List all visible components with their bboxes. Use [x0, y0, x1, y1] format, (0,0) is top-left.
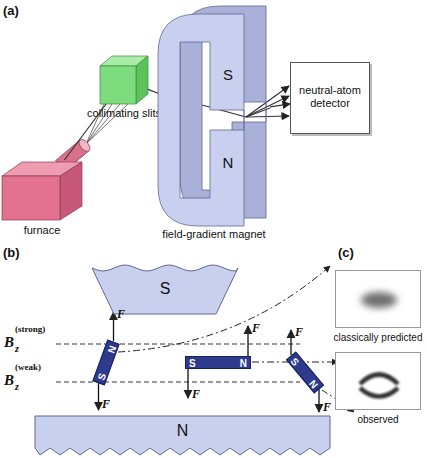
pole-letter: N: [105, 343, 120, 354]
magnet-front: [158, 14, 244, 226]
pole-letter: S: [288, 355, 302, 368]
beam-connector: [64, 104, 106, 160]
node-outline: [336, 271, 422, 329]
force-arrow: [290, 330, 291, 355]
node-outline: [158, 4, 270, 226]
node-outline: [2, 160, 82, 220]
beam-connector: [148, 89, 158, 93]
beam-connector: [270, 104, 290, 107]
panel-caption: observed: [322, 414, 427, 426]
split-beam-trace: [360, 375, 398, 385]
part-label: neutral-atom detector: [294, 84, 366, 109]
split-beam-arrow: [246, 116, 289, 117]
force-arrow: [98, 383, 99, 410]
gradient-magnet: SNfield-gradient magnet: [158, 4, 270, 226]
pole-letter: S: [212, 66, 244, 83]
field-symbol: B: [4, 373, 14, 388]
split-beam-trace: [360, 388, 398, 397]
bar-magnet: SN: [185, 356, 251, 369]
oven-side: [60, 162, 82, 220]
nozzle-end: [77, 137, 92, 153]
oven: furnace: [2, 160, 82, 220]
bar-magnet: NS: [92, 339, 119, 385]
screen-panel: classically predicted: [335, 270, 421, 328]
field-level-line: [56, 382, 300, 383]
bar-magnet: SN: [286, 351, 324, 393]
pole-letter: N: [306, 377, 321, 391]
pole-piece: [35, 416, 330, 455]
panel-caption: classically predicted: [322, 332, 427, 344]
force-label: F: [117, 308, 125, 320]
node-outline: [336, 353, 422, 411]
panel-tag: (c): [338, 246, 354, 259]
node-outline: [100, 56, 148, 104]
beam-spot: [361, 292, 397, 308]
detector-box: neutral-atom detector: [290, 62, 370, 134]
pole-letter: N: [212, 154, 244, 171]
force-arrow: [187, 368, 188, 398]
panel-tag: (b): [3, 246, 20, 259]
pole-letter: S: [189, 357, 196, 370]
field-subscript: z: [15, 344, 19, 354]
pole-piece: [92, 265, 238, 314]
force-label: F: [295, 326, 303, 338]
field-symbol: B: [4, 335, 14, 350]
force-arrow: [247, 326, 248, 356]
pole-letter: N: [35, 422, 330, 440]
part-label: collimating slits: [78, 107, 170, 120]
field-subscript: z: [15, 382, 19, 392]
force-label: F: [323, 401, 331, 413]
slits-side: [136, 56, 148, 104]
force-arrow: [318, 389, 319, 412]
oven-front: [2, 176, 60, 220]
force-arrow: [113, 312, 114, 341]
field-superscript: (weak): [15, 363, 41, 372]
force-label: F: [252, 322, 260, 334]
slits: collimating slits: [100, 56, 148, 104]
pole-letter: N: [240, 357, 247, 370]
screen-panel: observed: [335, 352, 421, 410]
pole-piece: S: [92, 262, 238, 314]
force-label: F: [192, 388, 200, 400]
part-label: field-gradient magnet: [144, 228, 284, 241]
slits-front: [100, 66, 136, 104]
panel-tag: (a): [3, 4, 19, 17]
field-superscript: (strong): [15, 325, 45, 334]
part-label: furnace: [0, 224, 92, 237]
pole-letter: S: [92, 280, 238, 298]
pole-letter: S: [95, 371, 109, 382]
force-label: F: [102, 398, 110, 410]
pole-piece: N: [35, 416, 330, 456]
